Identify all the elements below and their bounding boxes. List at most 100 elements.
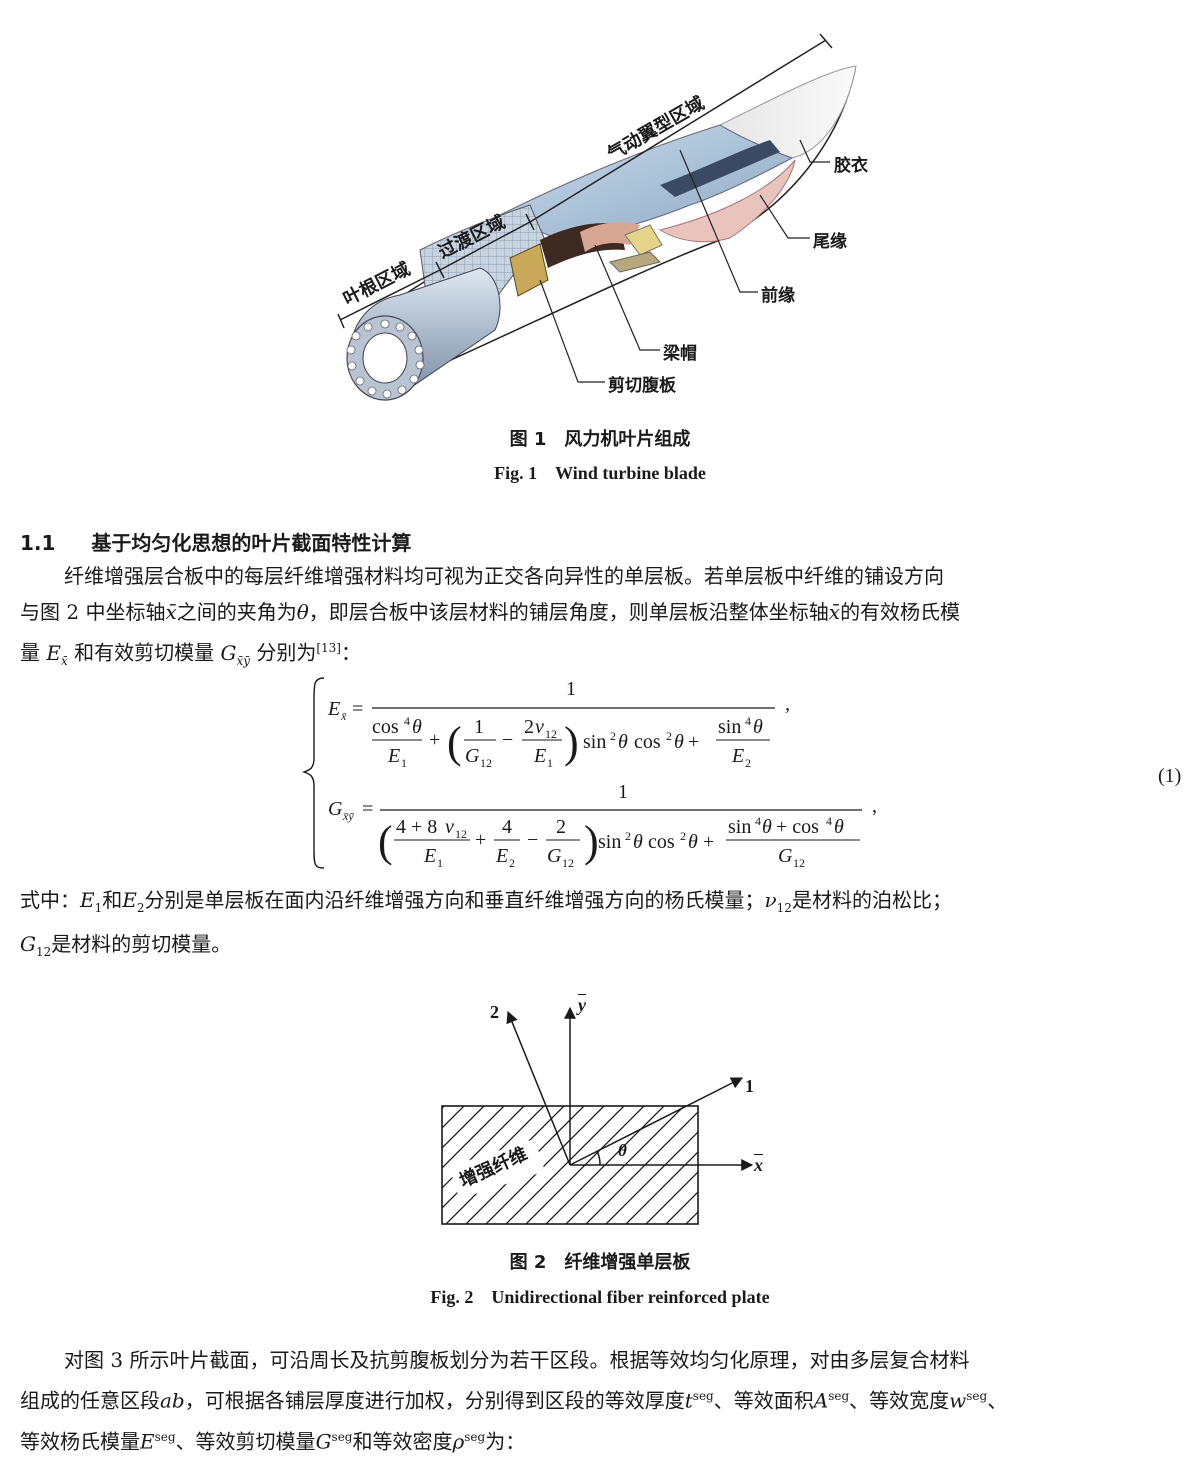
section-number: 1.1 — [20, 531, 56, 555]
paragraph-1-line-1: 纤维增强层合板中的每层纤维增强材料均可视为正交各向异性的单层板。若单层板中纤维的… — [64, 564, 944, 588]
svg-text:θ: θ — [753, 716, 763, 738]
axis-2 — [506, 1010, 571, 1166]
section-title: 基于均匀化思想的叶片截面特性计算 — [91, 531, 412, 555]
svg-text:4: 4 — [404, 714, 410, 728]
spar-band — [660, 140, 780, 197]
svg-text:4: 4 — [755, 814, 761, 828]
label-gelcoat: 胶衣 — [834, 156, 868, 176]
svg-text:2: 2 — [680, 829, 686, 843]
svg-text:+ cos: + cos — [776, 816, 819, 838]
axis-1 — [569, 1077, 744, 1166]
angle-arc — [596, 1150, 601, 1166]
svg-text:2: 2 — [666, 729, 672, 743]
figure2-caption-cn: 图 2 纤维增强单层板 — [509, 1252, 691, 1273]
region-dimension-lines — [337, 33, 833, 329]
axis-x-label: x — [754, 1155, 763, 1175]
paragraph-2-line-2: G12是材料的剪切模量。 — [20, 932, 232, 959]
svg-text:4: 4 — [502, 816, 512, 838]
paragraph-1-line-3: 量 Ex̄ 和有效剪切模量 Gx̄ȳ 分别为[13]： — [20, 640, 361, 668]
svg-text:12: 12 — [480, 756, 492, 770]
axis-1-label: 1 — [745, 1076, 754, 1096]
angle-label: θ — [618, 1141, 627, 1160]
label-shear-web: 剪切腹板 — [608, 376, 676, 396]
svg-text:θ: θ — [618, 731, 628, 753]
figure2-plate-diagram — [441, 1006, 754, 1225]
svg-text:θ: θ — [674, 731, 684, 753]
svg-text:2: 2 — [509, 856, 515, 870]
svg-text:cos: cos — [634, 731, 661, 753]
label-leading-edge: 前缘 — [761, 286, 795, 306]
svg-text:E: E — [731, 745, 744, 767]
paragraph-3-line-3: 等效杨氏模量Eseg、等效剪切模量Gseg和等效密度ρseg为： — [20, 1429, 526, 1454]
svg-text:sin: sin — [728, 816, 751, 838]
svg-text:E: E — [327, 698, 340, 720]
svg-text:sin: sin — [583, 731, 606, 753]
inner-core-pink — [580, 222, 640, 252]
svg-text:θ: θ — [762, 816, 772, 838]
svg-text:ν: ν — [445, 816, 454, 838]
svg-text:4: 4 — [745, 714, 751, 728]
figure1-caption-cn: 图 1 风力机叶片组成 — [509, 429, 691, 450]
svg-text:ν: ν — [535, 716, 544, 738]
label-spar-cap: 梁帽 — [663, 344, 697, 364]
label-trailing-edge: 尾缘 — [813, 232, 847, 252]
svg-text:θ: θ — [633, 831, 643, 853]
svg-text:12: 12 — [793, 856, 805, 870]
inner-core-yellow — [624, 224, 663, 256]
svg-text:=: = — [362, 798, 373, 820]
svg-text:G: G — [547, 845, 562, 867]
svg-text:(: ( — [447, 718, 462, 767]
svg-text:): ) — [564, 718, 579, 767]
svg-text:1: 1 — [474, 716, 484, 738]
svg-text:1: 1 — [401, 756, 407, 770]
shear-web — [509, 243, 549, 297]
root-bolt-holes — [346, 319, 425, 399]
svg-text:E: E — [495, 845, 508, 867]
paragraph-3-line-2: 组成的任意区段ab，可根据各铺层厚度进行加权，分别得到区段的等效厚度tseg、等… — [20, 1388, 1008, 1413]
svg-text:E: E — [533, 745, 546, 767]
figure1-caption-en: Fig. 1 Wind turbine blade — [494, 463, 706, 483]
svg-text:x̄: x̄ — [340, 709, 347, 723]
svg-text:G: G — [465, 745, 480, 767]
svg-text:θ: θ — [412, 716, 422, 738]
svg-text:+: + — [429, 729, 440, 751]
svg-text:): ) — [584, 817, 599, 866]
trailing-edge-skin — [658, 159, 796, 243]
svg-text:E: E — [423, 845, 436, 867]
svg-text:1: 1 — [566, 678, 576, 700]
svg-text:12: 12 — [455, 827, 467, 841]
svg-text:2: 2 — [556, 816, 566, 838]
paragraph-3: 对图 3 所示叶片截面，可沿周长及抗剪腹板划分为若干区段。根据等效均匀化原理，对… — [20, 1342, 1190, 1459]
inner-core-lower — [609, 251, 661, 273]
svg-text:cos: cos — [372, 716, 399, 738]
svg-text:1: 1 — [618, 781, 628, 803]
svg-text:−: − — [502, 729, 513, 751]
svg-text:(: ( — [378, 817, 393, 866]
svg-text:2: 2 — [625, 829, 631, 843]
svg-text:,: , — [785, 693, 790, 715]
svg-text:2: 2 — [524, 716, 534, 738]
svg-text:G: G — [778, 845, 793, 867]
label-leader-lines — [539, 139, 830, 383]
svg-text:+: + — [688, 731, 699, 753]
paragraph-1-line-2: 与图 2 中坐标轴x̄之间的夹角为θ，即层合板中该层材料的铺层角度，则单层板沿整… — [20, 600, 961, 624]
svg-text:E: E — [387, 745, 400, 767]
svg-text:−: − — [527, 829, 538, 851]
svg-text:1: 1 — [547, 756, 553, 770]
paragraph-1: 纤维增强层合板中的每层纤维增强材料均可视为正交各向异性的单层板。若单层板中纤维的… — [20, 558, 1190, 679]
paragraph-2-line-1: 式中：E1和E2分别是单层板在面内沿纤维增强方向和垂直纤维增强方向的杨氏模量；ν… — [20, 888, 952, 915]
svg-text:2: 2 — [610, 729, 616, 743]
figure2-caption-en: Fig. 2 Unidirectional fiber reinforced p… — [430, 1287, 770, 1307]
svg-text:4 + 8: 4 + 8 — [396, 816, 437, 838]
svg-text:θ: θ — [688, 831, 698, 853]
equation-number: (1) — [1158, 765, 1182, 787]
svg-text:4: 4 — [826, 814, 832, 828]
axis-2-label: 2 — [490, 1002, 499, 1022]
svg-text:sin: sin — [718, 716, 741, 738]
svg-text:cos: cos — [648, 831, 675, 853]
svg-text:1: 1 — [437, 856, 443, 870]
svg-text:sin: sin — [598, 831, 621, 853]
svg-text:G: G — [328, 798, 343, 820]
axis-y-label: y — [578, 995, 586, 1015]
